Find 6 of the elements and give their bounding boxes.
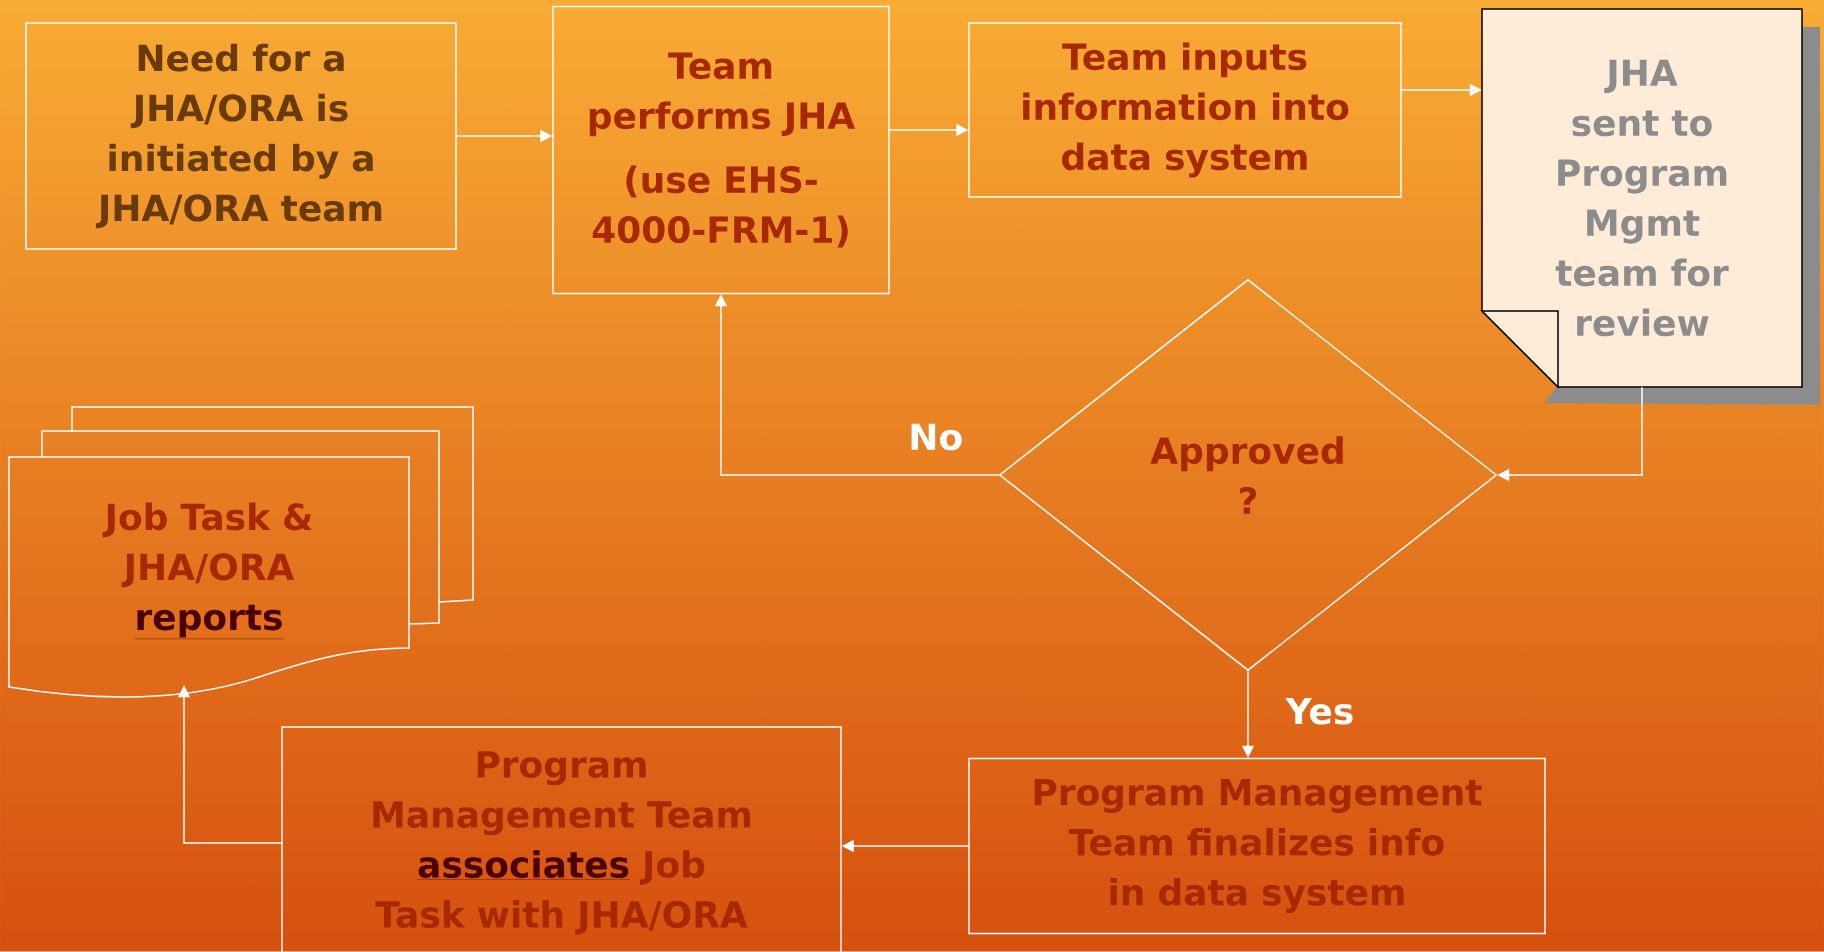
process-box: Team inputs information into data system	[968, 22, 1402, 198]
edge-label: No	[911, 423, 962, 451]
process-box: Need for a JHA/ORA is initiated by a JHA/ORA team	[25, 22, 457, 250]
edge-label: Yes	[1285, 697, 1353, 725]
process-box: Team performs JHA (use EHS-4000-FRM-1)	[552, 5, 890, 295]
document-stack: Job Task & JHA/ORA reports	[8, 406, 474, 698]
